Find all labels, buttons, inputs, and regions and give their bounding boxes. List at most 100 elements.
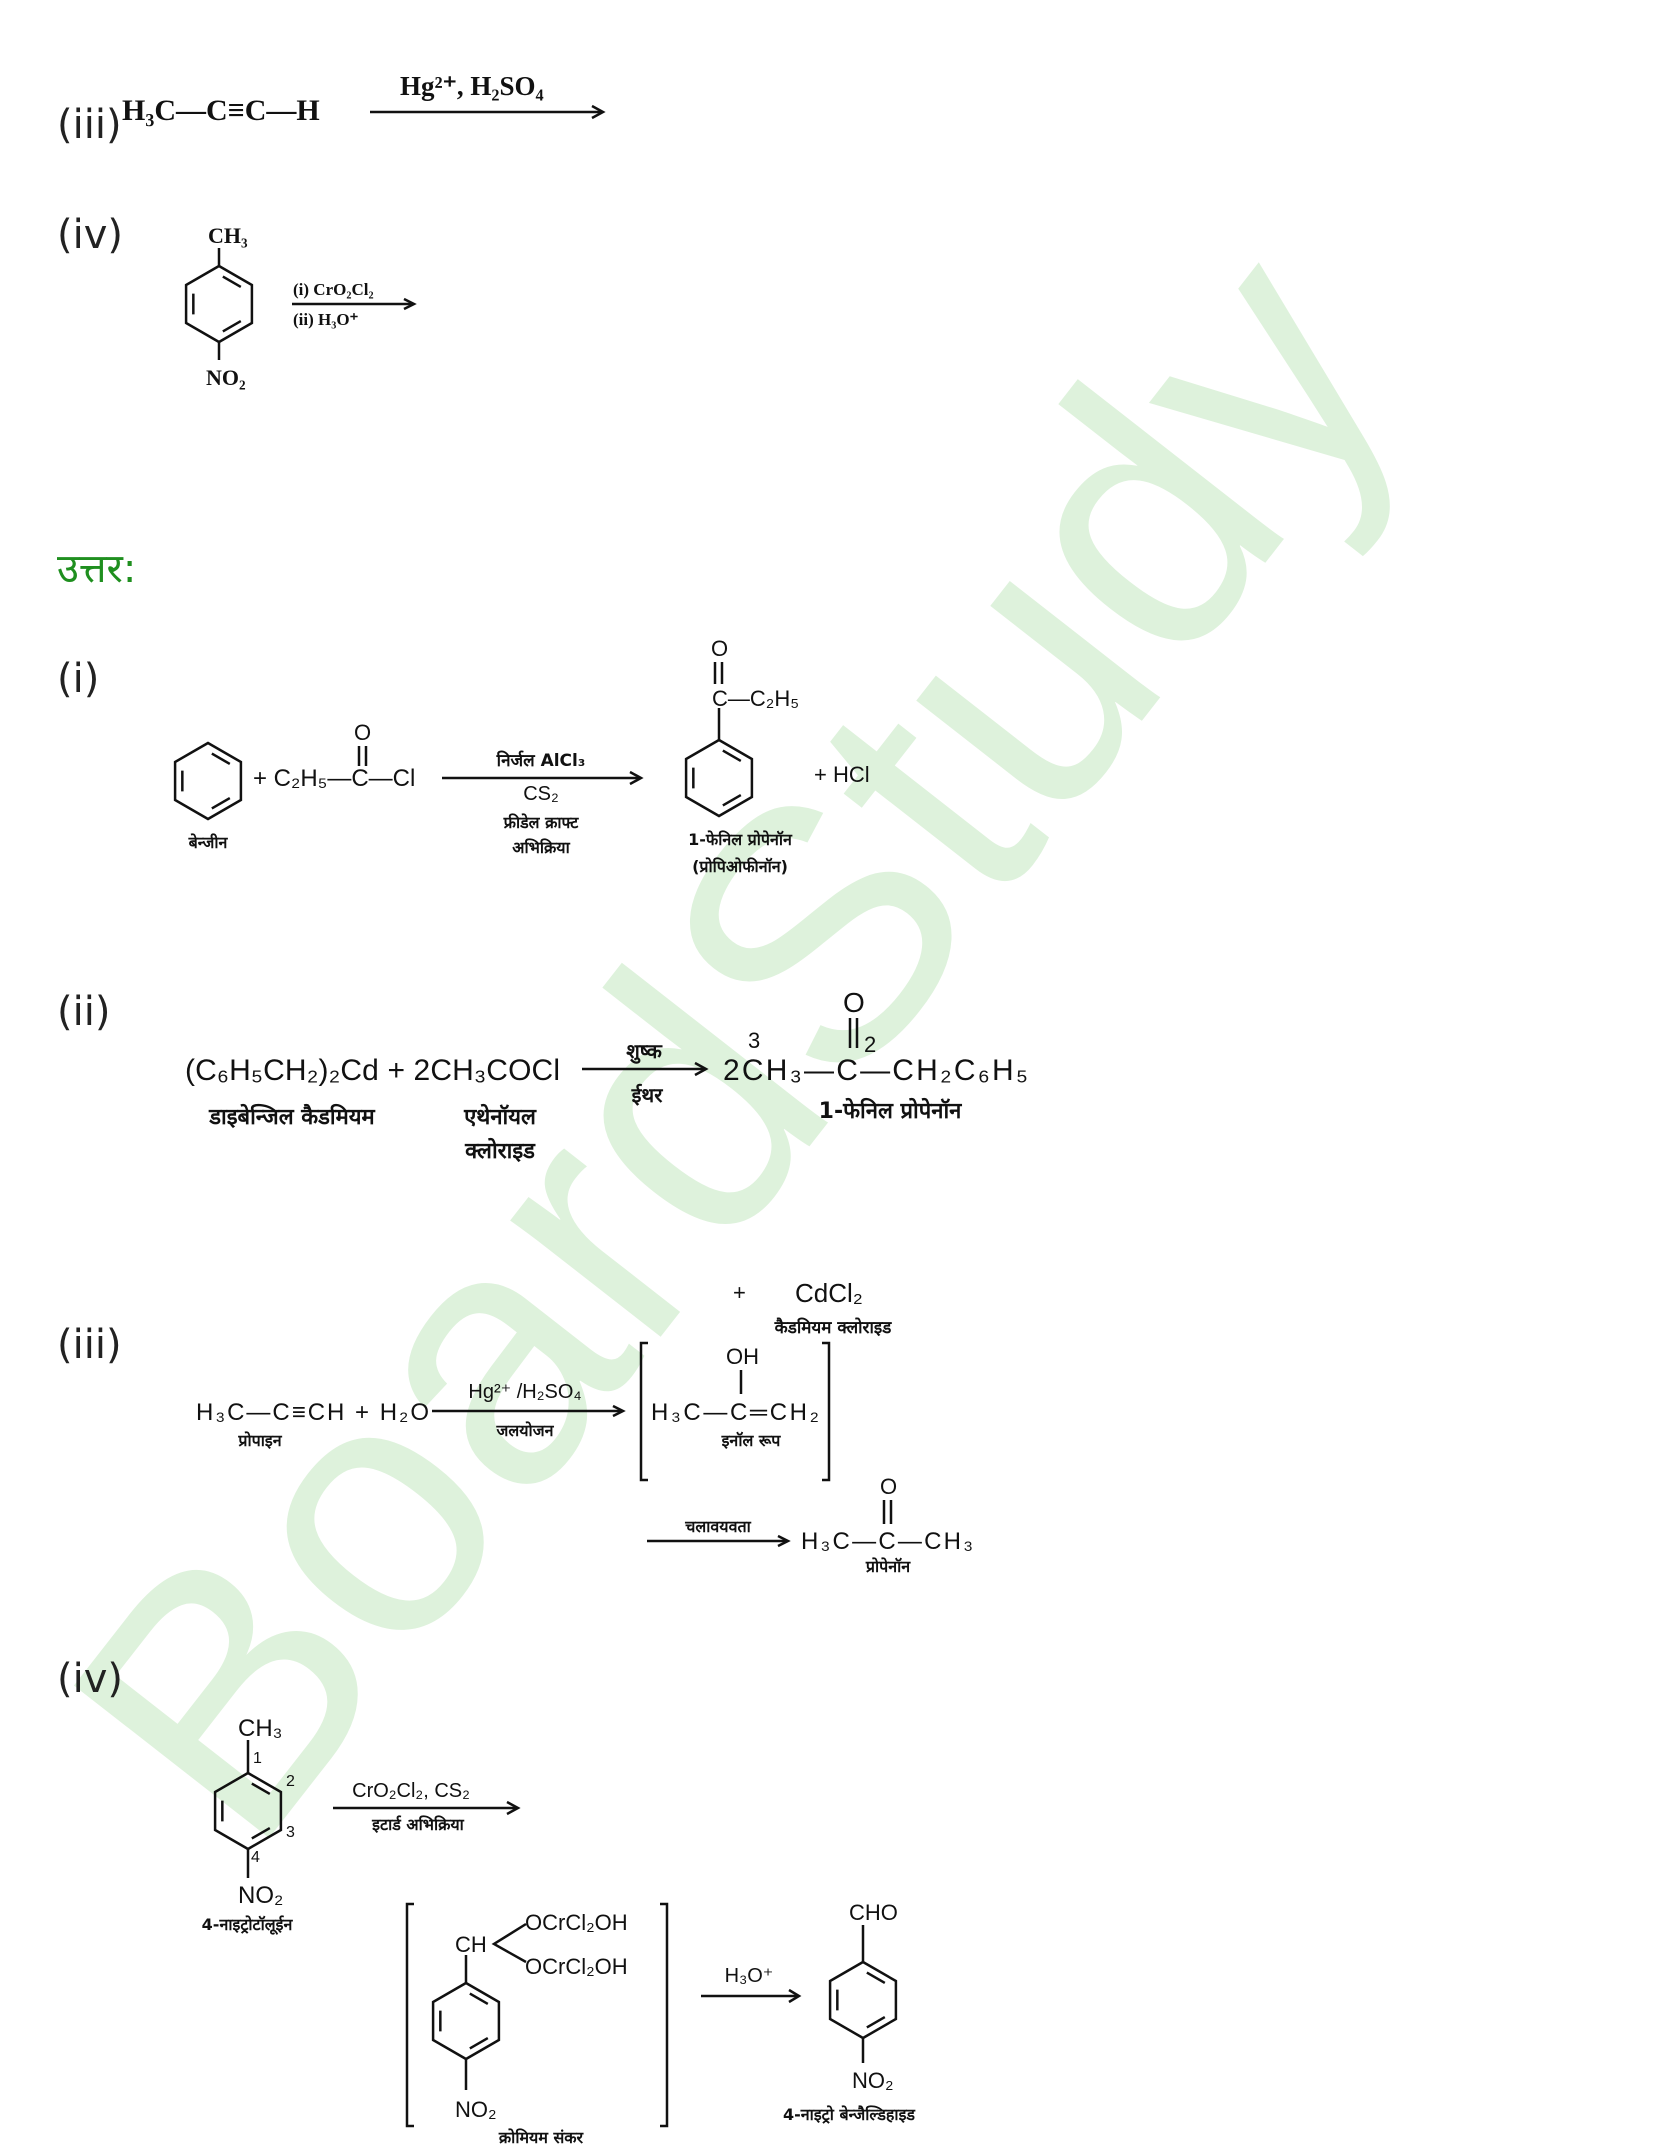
product-alt-name: (प्रोपिओफीनॉन) <box>692 857 788 876</box>
bracket <box>639 1341 831 1482</box>
reaction-arrow <box>442 770 644 786</box>
double-bond <box>469 1992 489 2006</box>
reagent-1: (i) CrO₂Cl₂ <box>293 280 374 299</box>
plus-sign: + <box>733 1280 746 1305</box>
byproduct: CdCl₂ <box>795 1278 863 1308</box>
reaction-arrow <box>582 1061 709 1077</box>
question-iii-label: (iii) <box>57 102 122 148</box>
benzene-ring-icon <box>684 738 754 818</box>
reaction-arrow <box>333 1800 521 1816</box>
reactant-name: क्लोराइड <box>464 1137 536 1164</box>
ring-outline <box>828 1960 898 2040</box>
reactant-name: प्रोपाइन <box>237 1431 282 1450</box>
reaction-arrow <box>292 297 417 311</box>
double-bond <box>222 275 242 289</box>
product-name: 1-फेनिल प्रोपेनॉन <box>688 830 793 849</box>
product-name: 1-फेनिल प्रोपेनॉन <box>819 1097 963 1124</box>
byproduct-name: कैडमियम क्लोराइड <box>774 1317 893 1338</box>
reagent: H₃O⁺ <box>725 1965 774 1987</box>
position-number: 3 <box>286 1824 295 1841</box>
benzene-ring-icon <box>173 741 243 821</box>
oxygen: O <box>843 987 865 1018</box>
reaction-arrow <box>370 104 606 120</box>
complex-name: क्रोमियम संकर <box>498 2128 585 2145</box>
question-iv-label: (iv) <box>57 212 123 258</box>
reagent: चलावयवता <box>684 1517 751 1536</box>
reaction-arrow <box>432 1404 626 1418</box>
oxygen: O <box>880 1474 897 1499</box>
reaction-arrow <box>701 1988 802 2004</box>
enol-name: इनॉल रूप <box>721 1431 782 1450</box>
answer-ii-label: (ii) <box>57 989 110 1035</box>
reagent: निर्जल AlCl₃ <box>496 750 586 771</box>
benzene-ring-icon <box>431 1981 501 2061</box>
complex-group: OCrCl₂OH <box>525 1954 628 1979</box>
benzene-ring-icon <box>184 264 254 344</box>
acyl-chloride: + C₂H₅—C—Cl <box>253 765 415 792</box>
double-bond <box>251 1826 271 1840</box>
double-bond <box>866 1971 886 1985</box>
reactant-name: 4-नाइट्रोटॉलूईन <box>202 1915 294 1935</box>
carbon-number: 3 <box>748 1028 760 1053</box>
reagent: ईथर <box>631 1083 664 1107</box>
double-bond <box>469 2036 489 2050</box>
oxygen: O <box>354 720 371 745</box>
product: H₃C—C—CH₃ <box>801 1528 973 1555</box>
reagent: जलयोजन <box>496 1421 555 1440</box>
reagent: शुष्क <box>626 1039 663 1064</box>
reaction-name: अभिक्रिया <box>512 838 570 857</box>
ring-outline <box>173 741 243 821</box>
product-group: C—C₂H₅ <box>712 686 799 711</box>
product-name: प्रोपेनॉन <box>865 1557 911 1576</box>
benzene-name: बेन्जीन <box>188 833 229 852</box>
reagent: CS₂ <box>523 783 559 805</box>
reaction-arrow <box>647 1534 791 1548</box>
ring-outline <box>684 738 754 818</box>
double-bond <box>211 752 231 766</box>
reaction-name: फ्रीडेल क्राफ्ट <box>503 813 580 832</box>
product: 2CH₃—C—CH₂C₆H₅ <box>723 1054 1028 1087</box>
position-number: 1 <box>253 1750 262 1767</box>
byproduct: + HCl <box>814 762 870 787</box>
question-iii-reactant: H₃C—C≡C—H <box>122 94 320 127</box>
position-number: 4 <box>251 1849 260 1866</box>
ring-outline <box>431 1981 501 2061</box>
methyl-group: CH₃ <box>208 223 248 248</box>
nitro-group: NO₂ <box>852 2068 894 2093</box>
reactants: H₃C—C≡CH + H₂O <box>196 1399 429 1426</box>
double-bond <box>722 793 742 807</box>
ch-group: CH <box>455 1932 487 1957</box>
reagent: CrO₂Cl₂, CS₂ <box>352 1780 470 1802</box>
hydroxyl-group: OH <box>726 1344 759 1369</box>
watermark: BoardStudy <box>0 179 1471 1910</box>
methyl-group: CH₃ <box>238 1715 282 1742</box>
reactants: (C₆H₅CH₂)₂Cd + 2CH₃COCl <box>185 1054 560 1087</box>
double-bond <box>211 796 231 810</box>
reactant-name: एथेनॉयल <box>463 1103 537 1130</box>
complex-group: OCrCl₂OH <box>525 1910 628 1935</box>
reagent: Hg²⁺ /H₂SO₄ <box>468 1381 581 1403</box>
double-bond <box>722 749 742 763</box>
nitro-group: NO₂ <box>455 2097 497 2122</box>
bracket <box>405 1902 669 2128</box>
nitro-group: NO₂ <box>206 365 246 390</box>
answer-heading: उत्तर: <box>57 546 136 592</box>
question-iii-reagent: Hg²⁺, H₂SO₄ <box>400 71 544 101</box>
reaction-name: इटार्ड अभिक्रिया <box>371 1815 465 1834</box>
enol-form: H₃C—C═CH₂ <box>651 1399 819 1426</box>
oxygen: O <box>711 636 728 661</box>
product-name: 4-नाइट्रो बेन्जैल्डिहाइड <box>783 2105 916 2124</box>
double-bond <box>222 319 242 333</box>
carbon-number: 2 <box>864 1032 876 1057</box>
double-bond <box>866 2015 886 2029</box>
reagent-2: (ii) H₃O⁺ <box>293 310 359 329</box>
reactant-name: डाइबेन्जिल कैडमियम <box>208 1103 375 1130</box>
position-number: 2 <box>286 1773 295 1790</box>
double-bond <box>251 1782 271 1796</box>
answer-i-label: (i) <box>57 656 99 702</box>
answer-iii-label: (iii) <box>57 1322 122 1368</box>
answer-iv-label: (iv) <box>57 1656 123 1702</box>
benzene-ring-icon <box>828 1960 898 2040</box>
nitro-group: NO₂ <box>238 1882 283 1909</box>
